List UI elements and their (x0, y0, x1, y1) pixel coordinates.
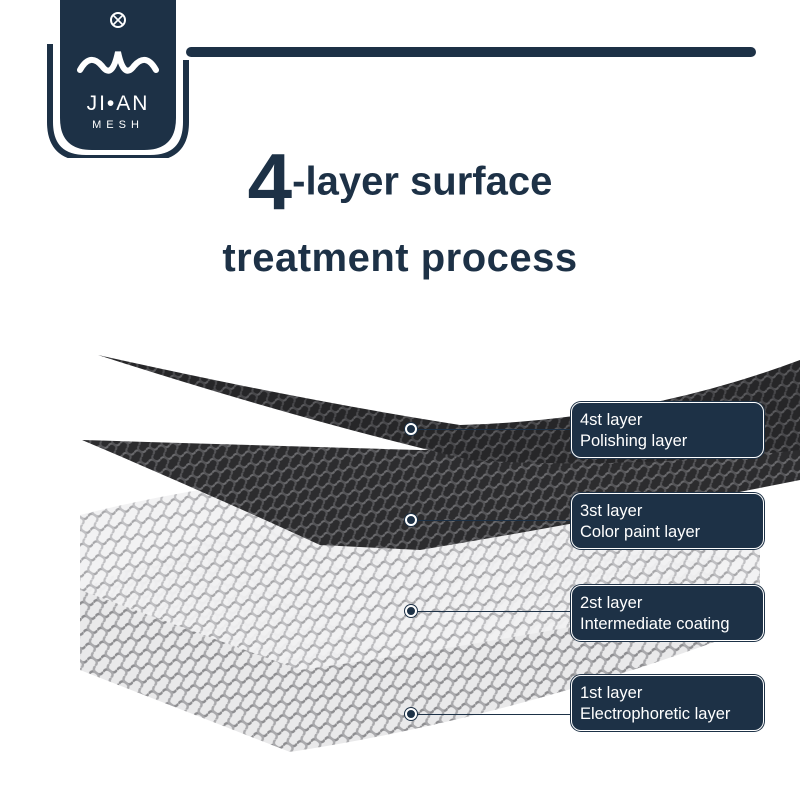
leader-line-3 (414, 520, 572, 521)
brand-name: JI•AN (44, 92, 192, 116)
marker-dot-1 (405, 708, 417, 720)
layer-2-name: 2st layer (580, 593, 763, 614)
title-line-1: 4-layer surface (0, 136, 800, 228)
marker-dot-4 (405, 423, 417, 435)
title-rest: -layer surface (292, 160, 552, 204)
layer-2-desc: Intermediate coating (580, 614, 763, 635)
logo-badge-icon (44, 0, 192, 158)
marker-dot-2 (405, 605, 417, 617)
leader-line-1 (414, 714, 572, 715)
callout-layer-4: 4st layer Polishing layer (571, 402, 764, 458)
layer-3-desc: Color paint layer (580, 522, 763, 543)
callout-layer-2: 2st layer Intermediate coating (571, 585, 764, 641)
title-number: 4 (248, 137, 293, 226)
callout-layer-3: 3st layer Color paint layer (571, 493, 764, 549)
brand-logo: JI•AN MESH (44, 0, 192, 158)
layer-1-desc: Electrophoretic layer (580, 704, 763, 725)
marker-dot-3 (405, 514, 417, 526)
layer-4-name: 4st layer (580, 410, 763, 431)
layer-4-desc: Polishing layer (580, 431, 763, 452)
leader-line-4 (414, 429, 572, 430)
header-rule (186, 47, 756, 57)
brand-tagline: MESH (44, 119, 192, 131)
leader-line-2 (414, 611, 572, 612)
title-line-2: treatment process (0, 236, 800, 281)
layer-3-name: 3st layer (580, 501, 763, 522)
layer-1-name: 1st layer (580, 683, 763, 704)
callout-layer-1: 1st layer Electrophoretic layer (571, 675, 764, 731)
